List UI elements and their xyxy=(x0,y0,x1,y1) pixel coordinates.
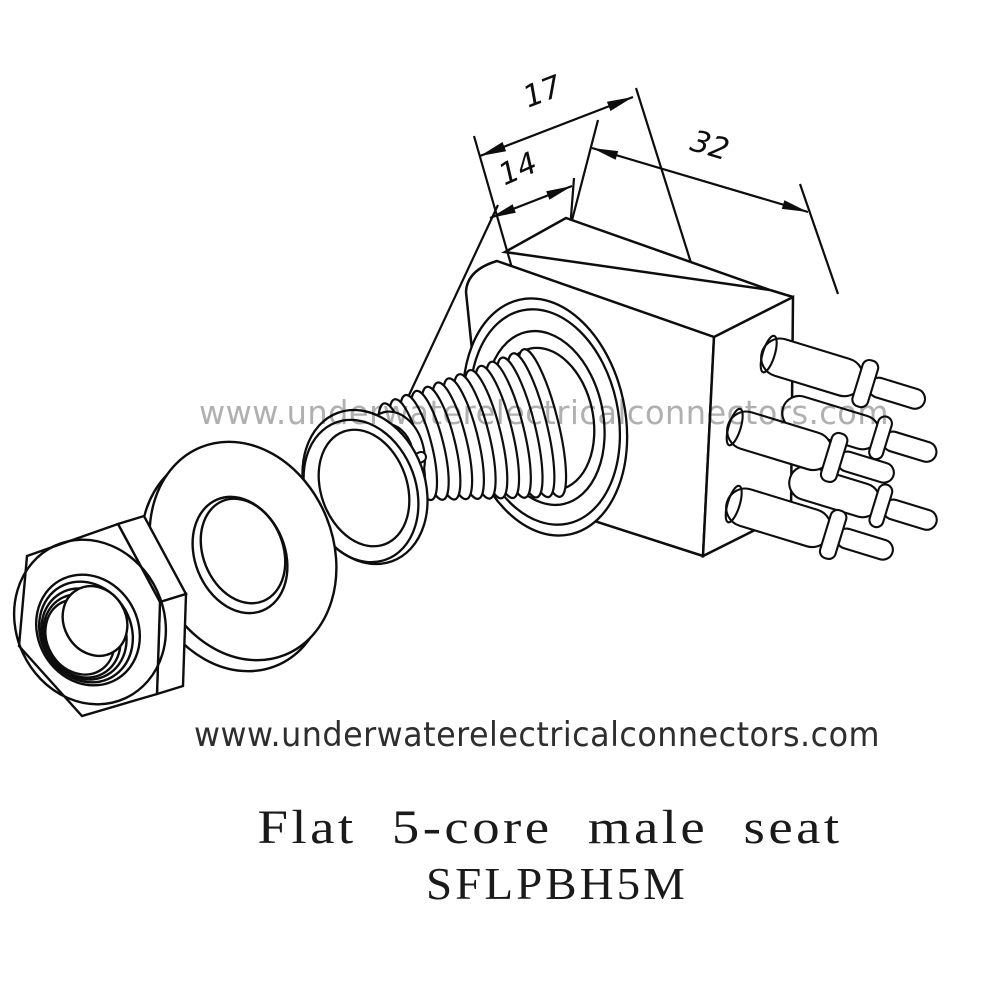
terminal-middle-back xyxy=(781,394,938,463)
flat-washer xyxy=(139,440,338,673)
collar xyxy=(868,483,894,529)
dimension-label-17: 17 xyxy=(518,69,566,115)
arrowhead xyxy=(480,142,507,156)
nut-chamfer-circle xyxy=(12,538,168,706)
sleeve-cap xyxy=(725,407,744,447)
dimension-label-14: 14 xyxy=(494,146,543,194)
extension-line xyxy=(634,87,694,267)
rear-pin-terminals xyxy=(724,334,938,561)
body-top-corner-edge xyxy=(769,288,794,299)
sleeve-cap xyxy=(759,334,778,374)
arrowhead xyxy=(490,204,516,218)
product-title: Flat 5-core male seat xyxy=(258,801,843,854)
nut-side-face xyxy=(155,592,188,696)
collar xyxy=(851,358,880,409)
arrowhead xyxy=(606,97,633,111)
washer-hole-wall xyxy=(199,497,287,605)
sleeve-cap xyxy=(724,484,743,524)
terminal-bottom-front xyxy=(724,484,894,561)
product-model: SFLPBH5M xyxy=(426,858,688,909)
arrowhead xyxy=(592,148,619,160)
hex-nut xyxy=(12,514,188,718)
dimension-label-32: 32 xyxy=(686,124,733,168)
extension-line xyxy=(472,135,514,269)
extension-line xyxy=(568,119,600,229)
website-url: www.underwaterelectricalconnectors.com xyxy=(194,715,880,755)
collar xyxy=(818,508,848,561)
terminal-bottom-back xyxy=(788,464,938,531)
arrowhead xyxy=(781,200,808,212)
terminal-top xyxy=(759,334,927,410)
collar xyxy=(819,431,849,484)
arrowhead xyxy=(546,186,572,200)
dimension-line-32 xyxy=(591,146,809,214)
extension-line xyxy=(798,183,840,295)
dimension-line-17 xyxy=(479,95,634,158)
nut-hole-inner xyxy=(61,584,129,658)
terminal-middle-front xyxy=(725,407,895,484)
watermark-text: www.underwaterelectricalconnectors.com xyxy=(199,393,889,432)
body-top-face xyxy=(501,216,771,292)
o-ring-hole xyxy=(317,428,411,548)
